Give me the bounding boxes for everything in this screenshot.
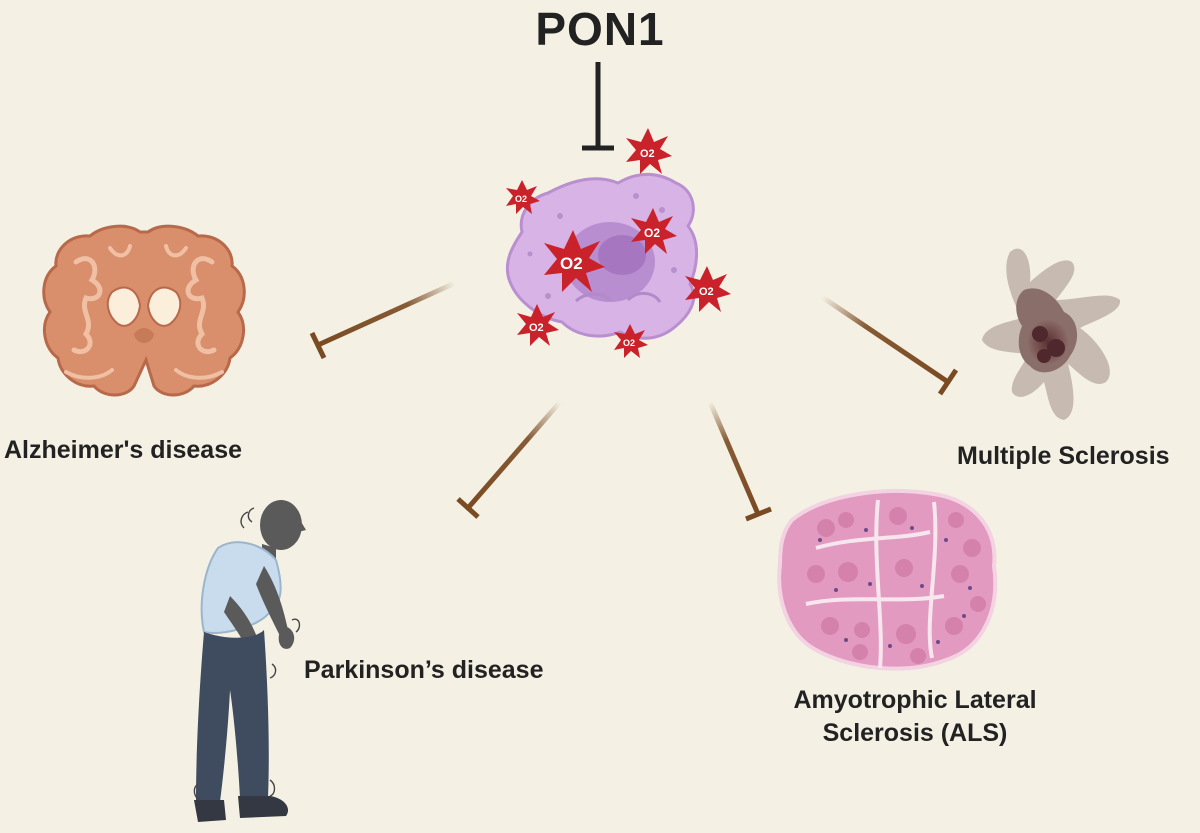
ms-lesion-illustration bbox=[982, 248, 1121, 420]
inhibition-arrow-als bbox=[707, 399, 772, 522]
oxidative-stress-cell bbox=[505, 172, 699, 340]
ros-burst-2: O2 bbox=[506, 180, 540, 214]
pon1-inhibition-arrow bbox=[582, 62, 614, 151]
ros-burst-3: O2 bbox=[544, 230, 605, 292]
ros-burst-5: O2 bbox=[685, 266, 731, 312]
ros-burst-4: O2 bbox=[631, 208, 677, 254]
muscle-cross-section-illustration bbox=[777, 489, 998, 671]
ros-label: O2 bbox=[560, 254, 583, 273]
ros-label: O2 bbox=[515, 194, 527, 204]
ros-label: O2 bbox=[699, 286, 714, 298]
multiple-sclerosis-label: Multiple Sclerosis bbox=[957, 442, 1170, 470]
alzheimers-label: Alzheimer's disease bbox=[4, 436, 243, 464]
ros-label: O2 bbox=[640, 148, 655, 160]
inhibition-arrow-ms bbox=[819, 294, 959, 396]
elderly-person-illustration bbox=[193, 500, 306, 822]
brain-section-illustration bbox=[42, 224, 246, 397]
ros-label: O2 bbox=[529, 322, 544, 334]
inhibition-arrow-alzheimers bbox=[309, 280, 458, 360]
ros-burst-6: O2 bbox=[517, 304, 559, 346]
ros-burst-1: O2 bbox=[626, 128, 672, 174]
ros-burst-7: O2 bbox=[614, 324, 648, 358]
inhibition-arrow-parkinsons bbox=[456, 399, 563, 519]
ros-label: O2 bbox=[623, 338, 635, 348]
pon1-title: PON1 bbox=[535, 3, 665, 55]
als-label: Amyotrophic Lateral Sclerosis (ALS) bbox=[793, 686, 1037, 747]
parkinsons-label: Parkinson’s disease bbox=[304, 656, 544, 684]
ros-label: O2 bbox=[644, 226, 660, 240]
